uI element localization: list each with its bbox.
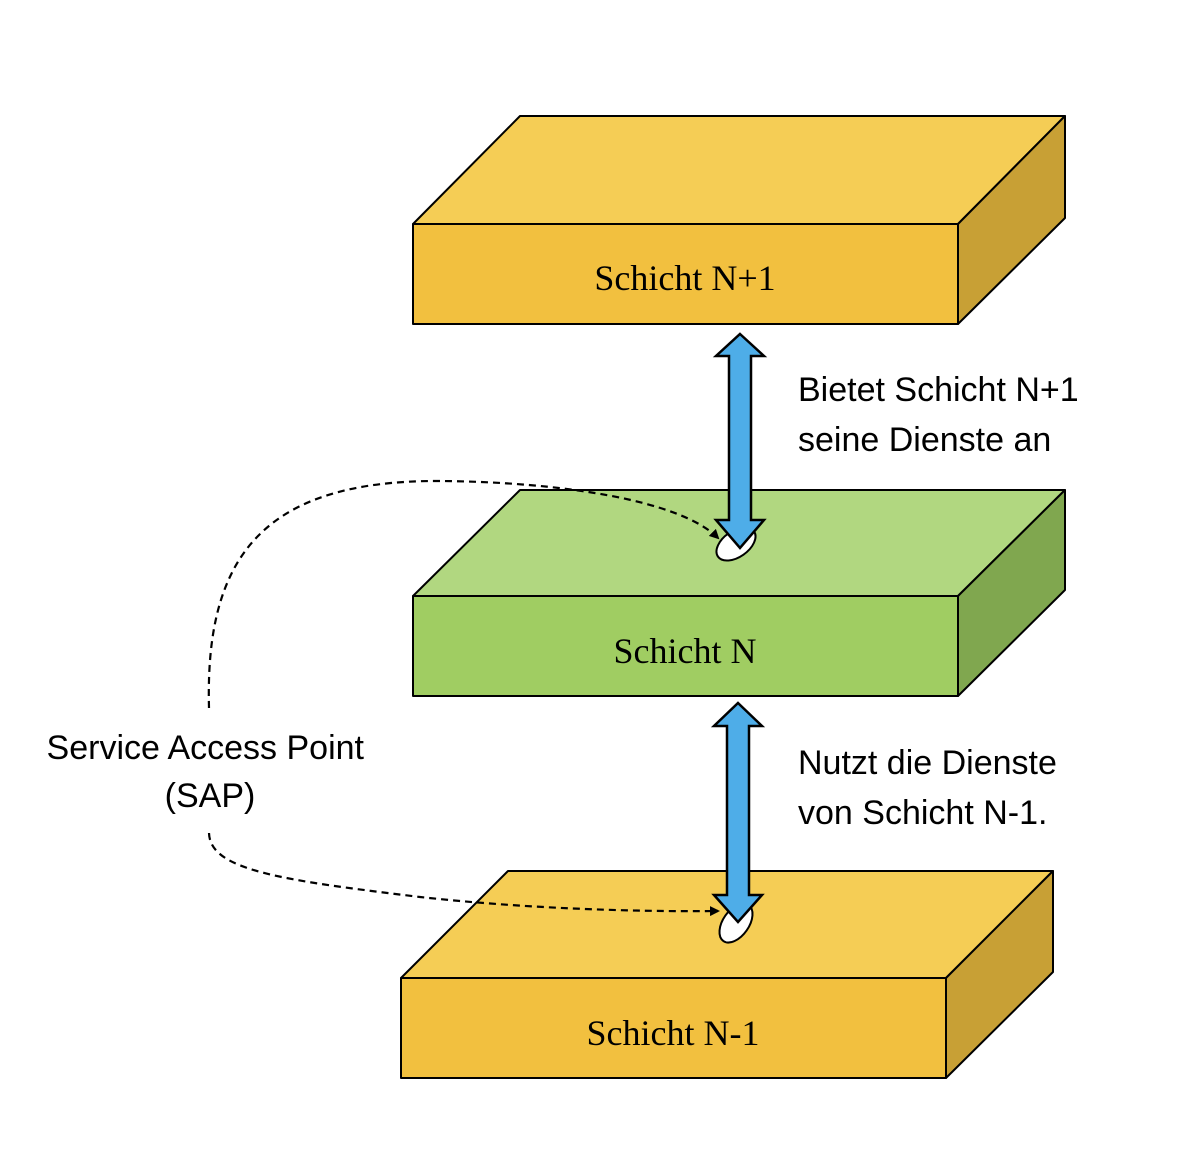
layer-front-face: [412, 223, 959, 325]
connection-label-upper-line-1: Bietet Schicht N+1: [798, 371, 1079, 409]
connection-label-upper-line-2: seine Dienste an: [798, 421, 1051, 459]
connection-label-lower-line-2: von Schicht N-1.: [798, 794, 1047, 832]
sap-label: Service Access Point (SAP): [47, 729, 374, 815]
bidirectional-arrow-n-minus-1-to-n: [710, 701, 766, 924]
layer-label-n-plus-1: Schicht N+1: [594, 258, 775, 298]
sap-pointer-upper: [207, 479, 720, 709]
layer-box-n-minus-1: Schicht N-1: [400, 870, 1054, 1079]
layer-box-n: Schicht N: [412, 489, 1066, 697]
layer-label-n: Schicht N: [614, 631, 757, 671]
connection-label-upper: Bietet Schicht N+1 seine Dienste an: [798, 371, 1088, 459]
layer-box-n-plus-1: Schicht N+1: [412, 115, 1066, 325]
sap-label-line-1: Service Access Point: [47, 729, 365, 767]
bidirectional-arrow-n-to-n-plus-1: [712, 332, 768, 550]
connection-label-lower-line-1: Nutzt die Dienste: [798, 744, 1057, 782]
sap-pointer-lower: [207, 832, 720, 917]
layer-front-face: [400, 977, 947, 1079]
layer-front-face: [412, 595, 959, 697]
connection-label-lower: Nutzt die Dienste von Schicht N-1.: [798, 744, 1066, 832]
layer-label-n-minus-1: Schicht N-1: [587, 1013, 760, 1053]
sap-label-line-2: (SAP): [165, 777, 256, 815]
layer-top-face: [412, 115, 1066, 225]
